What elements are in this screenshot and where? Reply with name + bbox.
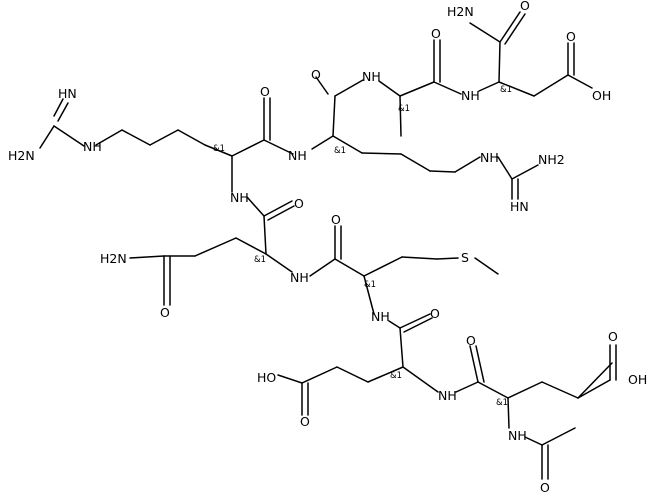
atom-label: H2N xyxy=(100,251,127,266)
stereo-mark: &1 xyxy=(500,85,512,95)
atom-label: NH xyxy=(362,69,381,84)
atom-label: OH xyxy=(592,88,611,103)
atom-label: O xyxy=(466,333,476,348)
atom-label: HN xyxy=(58,86,77,101)
atom-label: O xyxy=(331,212,341,227)
atom-label: NH xyxy=(508,428,527,443)
atom-label: OH xyxy=(628,372,647,387)
atom-label: NH xyxy=(461,88,480,103)
atom-label: NH xyxy=(438,388,457,403)
atom-labels: HN H2N NH NH O O NH O NH H2N O O OH NH N… xyxy=(8,0,647,495)
atom-label: O xyxy=(566,29,576,44)
stereo-mark: &1 xyxy=(398,104,410,114)
atom-label: O xyxy=(300,414,310,429)
bond-lines xyxy=(39,11,617,480)
atom-label: NH xyxy=(290,270,309,285)
atom-label: O xyxy=(160,305,170,320)
atom-label: NH xyxy=(288,148,307,163)
stereo-mark: &1 xyxy=(390,371,402,381)
atom-label: O xyxy=(540,480,550,495)
atom-label: O xyxy=(294,196,304,211)
stereo-marks: &1 &1 &1 &1 &1 &1 &1 &1 xyxy=(213,85,512,408)
atom-label: NH2 xyxy=(538,152,565,167)
atom-label: O xyxy=(608,329,618,344)
atom-label: O xyxy=(430,306,440,321)
atom-label: S xyxy=(461,250,469,265)
stereo-mark: &1 xyxy=(364,280,376,290)
atom-label: H2N xyxy=(8,148,35,163)
stereo-mark: &1 xyxy=(496,398,508,408)
atom-label: HO xyxy=(257,370,276,385)
atom-label: NH xyxy=(480,150,499,165)
atom-label: H2N xyxy=(447,4,474,19)
atom-label: O xyxy=(260,84,270,99)
atom-label: NH xyxy=(230,190,249,205)
atom-label: NH xyxy=(83,139,102,154)
atom-label: O xyxy=(431,26,441,41)
atom-label: NH xyxy=(371,309,390,324)
atom-label: O xyxy=(520,0,530,13)
stereo-mark: &1 xyxy=(334,146,346,156)
atom-label: O xyxy=(311,67,321,82)
atom-label: HN xyxy=(510,199,529,214)
stereo-mark: &1 xyxy=(254,255,266,265)
stereo-mark: &1 xyxy=(213,144,225,154)
